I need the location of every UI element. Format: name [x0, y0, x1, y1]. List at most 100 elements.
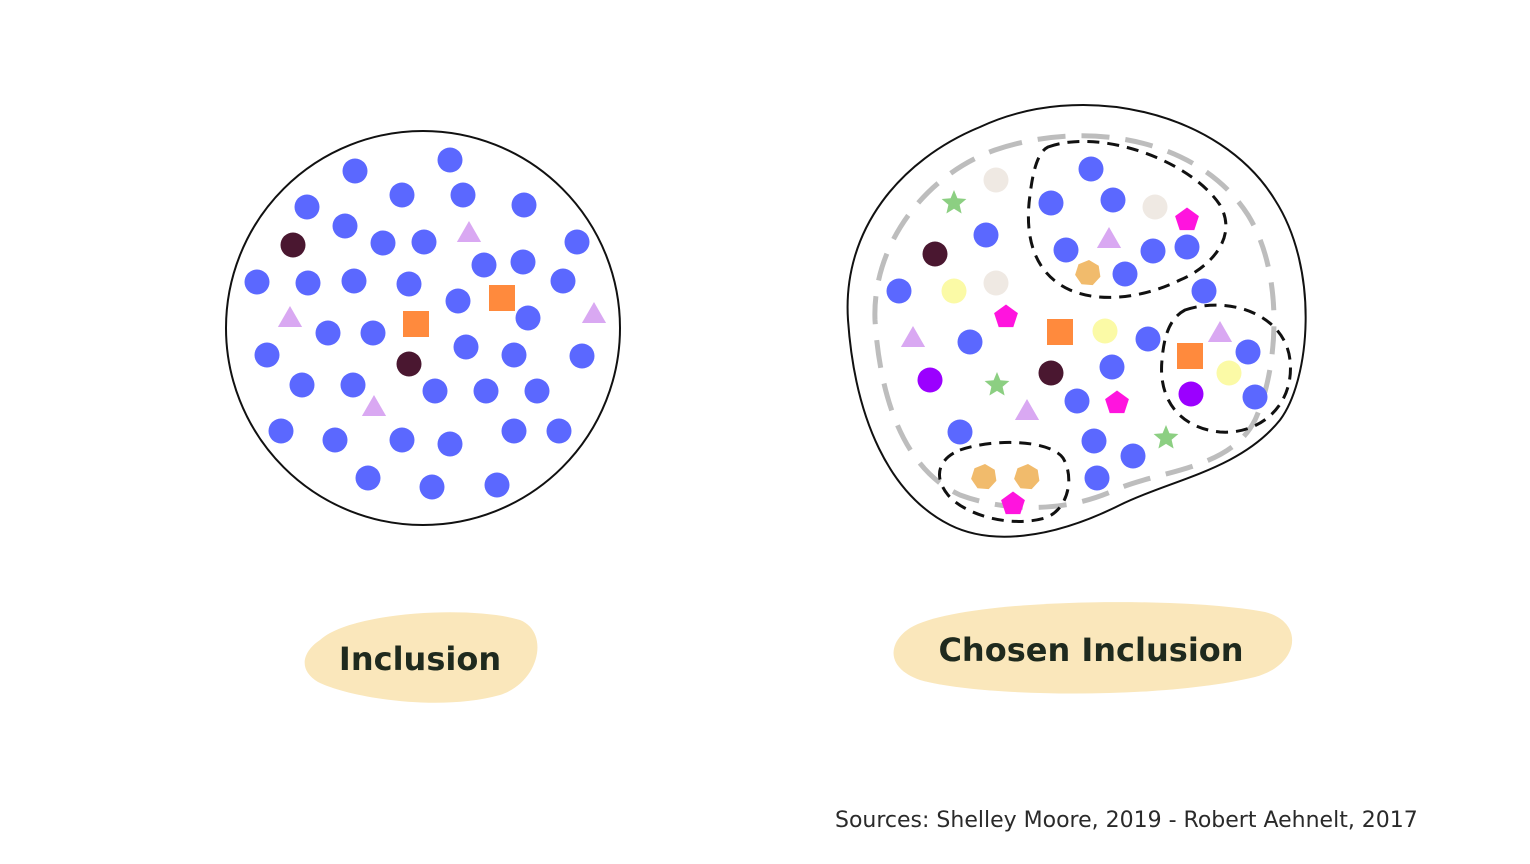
sources-caption: Sources: Shelley Moore, 2019 - Robert Ae… — [835, 808, 1418, 833]
inclusion-label-blob — [304, 612, 538, 703]
member-dot — [511, 192, 537, 218]
member-dot — [341, 268, 367, 294]
triangle-shape — [361, 395, 387, 416]
member-dot — [1100, 187, 1126, 213]
triangle-shape — [581, 302, 607, 323]
yellow-dot — [1216, 360, 1242, 386]
dark-dot — [1038, 360, 1064, 386]
member-dot — [1038, 190, 1064, 216]
member-dot — [289, 372, 315, 398]
inclusion-label: Inclusion — [304, 612, 538, 703]
member-dot — [294, 194, 320, 220]
member-dot — [445, 288, 471, 314]
member-dot — [422, 378, 448, 404]
inclusion-circle — [225, 130, 621, 526]
triangle-shape — [456, 221, 482, 242]
member-dot — [244, 269, 270, 295]
member-dot — [437, 431, 463, 457]
member-dot — [453, 334, 479, 360]
purple-dot — [917, 367, 943, 393]
star-shape — [941, 190, 967, 214]
pentagon-shape — [1105, 390, 1129, 414]
star-shape — [1153, 425, 1179, 449]
member-dot — [569, 343, 595, 369]
member-dot — [1084, 465, 1110, 491]
member-dot — [1120, 443, 1146, 469]
member-dot — [1191, 278, 1217, 304]
chosen-inclusion-dashed-boundary — [872, 133, 1277, 510]
member-dot — [370, 230, 396, 256]
member-dot — [1099, 354, 1125, 380]
triangle-shape — [900, 326, 926, 347]
inclusion-group — [225, 130, 621, 526]
member-dot — [546, 418, 572, 444]
chosen-inclusion-label-blob — [893, 602, 1293, 694]
member-dot — [1235, 339, 1261, 365]
triangle-shape — [277, 306, 303, 327]
yellow-dot — [1092, 318, 1118, 344]
member-dot — [315, 320, 341, 346]
member-dot — [550, 268, 576, 294]
member-dot — [419, 474, 445, 500]
triangle-shape — [1207, 321, 1233, 342]
member-dot — [886, 278, 912, 304]
member-dot — [342, 158, 368, 184]
dark-dot — [922, 241, 948, 267]
member-dot — [973, 222, 999, 248]
member-dot — [957, 329, 983, 355]
member-dot — [510, 249, 536, 275]
member-dot — [1112, 261, 1138, 287]
member-dot — [1140, 238, 1166, 264]
dark-dot — [396, 351, 422, 377]
member-dot — [473, 378, 499, 404]
member-dot — [524, 378, 550, 404]
member-dot — [501, 418, 527, 444]
yellow-dot — [941, 278, 967, 304]
chosen-inclusion-outline — [846, 103, 1307, 538]
member-dot — [501, 342, 527, 368]
square-shape — [489, 285, 515, 311]
member-dot — [1053, 237, 1079, 263]
member-dot — [564, 229, 590, 255]
member-dot — [484, 472, 510, 498]
member-dot — [1078, 156, 1104, 182]
tan-blob — [971, 464, 997, 490]
purple-dot — [1178, 381, 1204, 407]
cream-dot — [1142, 194, 1168, 220]
member-dot — [1174, 234, 1200, 260]
member-dot — [1064, 388, 1090, 414]
member-dot — [471, 252, 497, 278]
square-shape — [403, 311, 429, 337]
pentagon-shape — [1175, 207, 1199, 231]
member-dot — [1081, 428, 1107, 454]
member-dot — [437, 147, 463, 173]
chosen-inclusion-label-text: Chosen Inclusion — [938, 631, 1243, 669]
member-dot — [322, 427, 348, 453]
member-dot — [295, 270, 321, 296]
member-dot — [360, 320, 386, 346]
square-shape — [1047, 319, 1073, 345]
triangle-shape — [1014, 399, 1040, 420]
member-dot — [450, 182, 476, 208]
subgroup-bottom-left — [938, 441, 1071, 523]
pentagon-shape — [994, 304, 1018, 328]
triangle-shape — [1096, 227, 1122, 248]
member-dot — [389, 182, 415, 208]
member-dot — [1135, 326, 1161, 352]
member-dot — [355, 465, 381, 491]
chosen-inclusion-group — [846, 103, 1307, 538]
inclusion-members — [244, 147, 607, 500]
cream-dot — [983, 167, 1009, 193]
member-dot — [340, 372, 366, 398]
member-dot — [389, 427, 415, 453]
member-dot — [268, 418, 294, 444]
star-shape — [984, 372, 1010, 396]
chosen-inclusion-label: Chosen Inclusion — [893, 602, 1293, 694]
member-dot — [411, 229, 437, 255]
member-dot — [1242, 384, 1268, 410]
pentagon-shape — [1001, 491, 1025, 515]
member-dot — [332, 213, 358, 239]
square-shape — [1177, 343, 1203, 369]
member-dot — [947, 419, 973, 445]
tan-blob — [1075, 260, 1101, 286]
